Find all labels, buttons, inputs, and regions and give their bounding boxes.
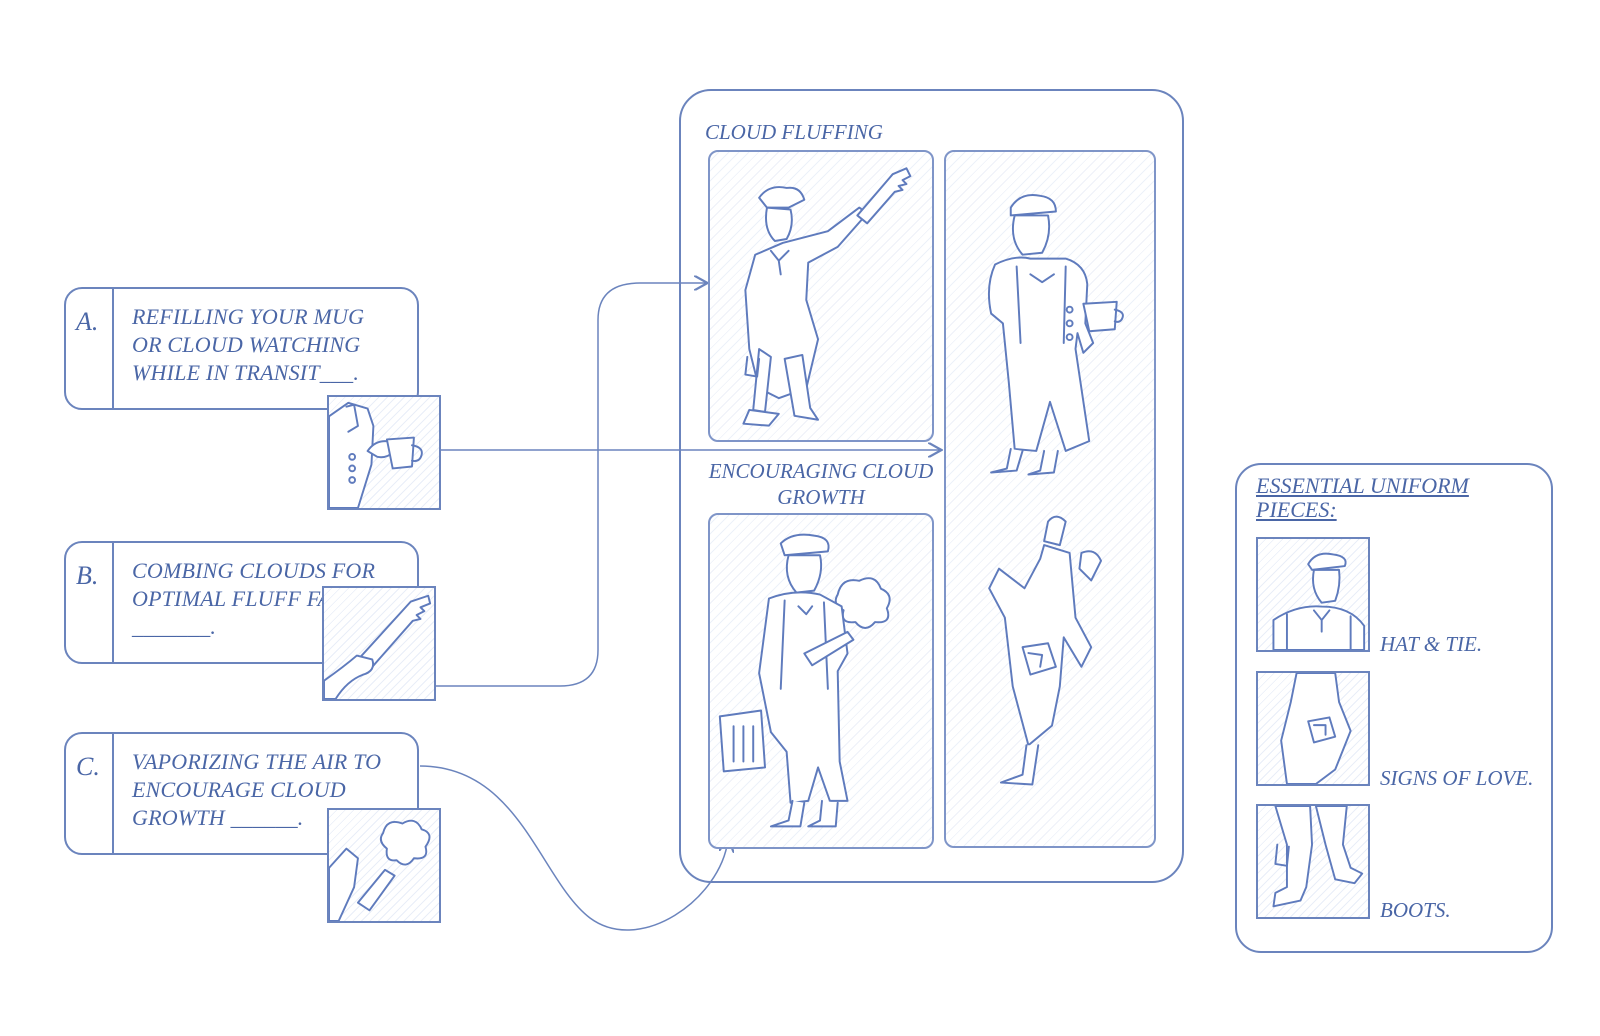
mug-hand-thumbnail [327, 395, 441, 510]
comb-icon [324, 594, 432, 699]
uniform-item-boots [1256, 804, 1370, 919]
arrow-c-to-growth [419, 765, 728, 931]
uniform-title: ESSENTIAL UNIFORM PIECES: [1256, 473, 1469, 522]
task-letter-b: B. [76, 561, 99, 590]
vaporizer-icon [329, 819, 431, 921]
task-letter-box: A. [66, 289, 114, 408]
panel-cloud-growth [708, 513, 934, 849]
task-letter-a: A. [76, 307, 99, 336]
worker-with-mug-and-falling-worker-illustration [987, 194, 1124, 786]
uniform-item-label: BOOTS. [1380, 898, 1451, 922]
task-card-a: A. REFILLING YOUR MUG OR CLOUD WATCHING … [64, 287, 419, 410]
patched-pants-icon [1280, 673, 1352, 784]
task-card-c: C. VAPORIZING THE AIR TO ENCOURAGE CLOUD… [64, 732, 419, 855]
panel-tall-figures [944, 150, 1156, 848]
worker-vaporizing-illustration [718, 533, 891, 828]
task-letter-c: C. [76, 752, 100, 781]
mug-icon [329, 401, 423, 508]
uniform-item-label: SIGNS OF LOVE. [1380, 766, 1534, 790]
arrow-b-to-fluffing [428, 283, 706, 687]
hat-tie-icon [1272, 552, 1366, 650]
uniform-item-hat-tie [1256, 537, 1370, 652]
uniform-item-signs-of-love [1256, 671, 1370, 786]
encouraging-cloud-growth-title: ENCOURAGING CLOUD GROWTH [708, 459, 934, 509]
activities-container [679, 89, 1184, 883]
task-text-c: VAPORIZING THE AIR TO ENCOURAGE CLOUD GR… [132, 749, 382, 830]
panel-cloud-fluffing [708, 150, 934, 442]
worker-combing-cloud-illustration [742, 167, 912, 427]
task-letter-box: B. [66, 543, 114, 662]
task-letter-box: C. [66, 734, 114, 853]
task-text-b: COMBING CLOUDS FOR OPTIMAL FLUFF FACTOR … [132, 558, 388, 639]
comb-hand-thumbnail [322, 586, 436, 701]
uniform-item-label: HAT & TIE. [1380, 632, 1483, 656]
task-text-a: REFILLING YOUR MUG OR CLOUD WATCHING WHI… [132, 304, 365, 385]
vaporizer-hand-thumbnail [327, 808, 441, 923]
boots-icon [1272, 806, 1364, 908]
cloud-fluffing-title: CLOUD FLUFFING [705, 120, 883, 144]
